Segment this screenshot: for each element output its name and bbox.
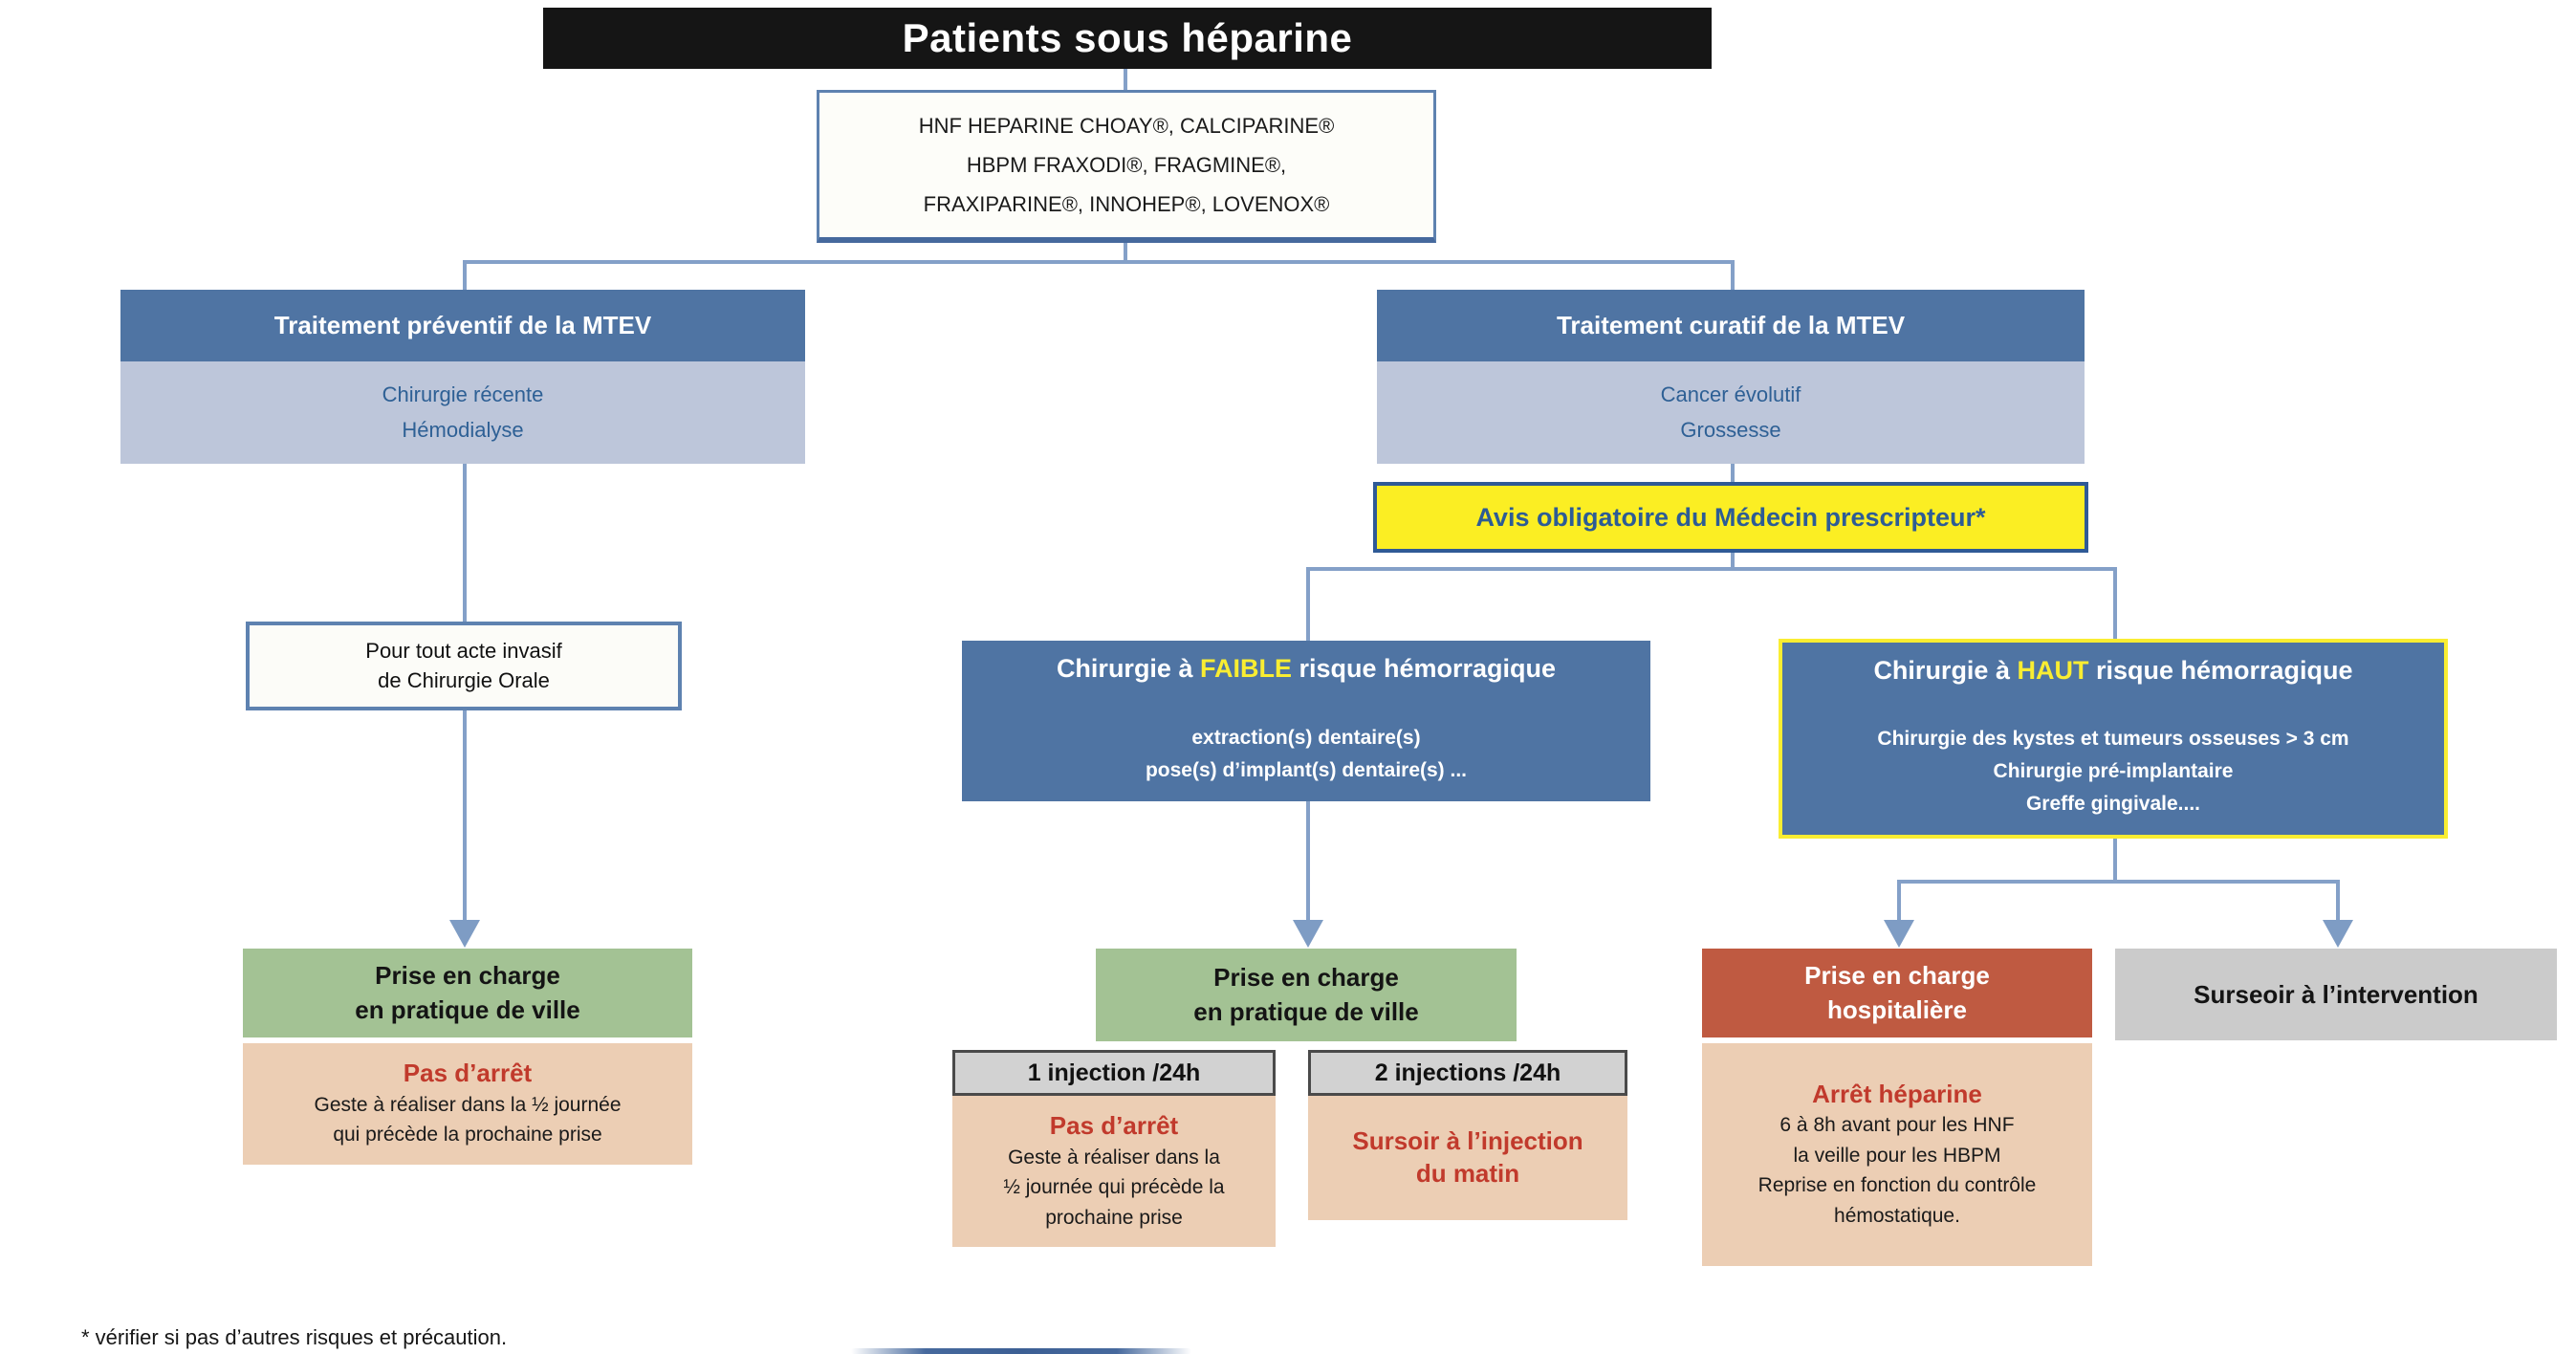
arrow-down-icon — [1884, 920, 1914, 948]
hospital-body-line: hémostatique. — [1834, 1204, 1960, 1227]
hospital-body-line: 6 à 8h avant pour les HNF — [1779, 1114, 2015, 1137]
inj1-body-line: ½ journée qui précède la — [1003, 1176, 1225, 1199]
curatif-item: Grossesse — [1680, 418, 1781, 443]
hospital-body-line: la veille pour les HBPM — [1793, 1144, 2001, 1167]
hospital-care-line: hospitalière — [1827, 994, 1967, 1024]
footnote: * vérifier si pas d’autres risques et pr… — [81, 1325, 508, 1349]
preventif-item: Hémodialyse — [402, 418, 524, 443]
low-risk-title: Chirurgie à FAIBLE risque hémorragique — [1057, 654, 1556, 684]
connector-branch-split — [463, 260, 1735, 264]
invasive-line: Pour tout acte invasif — [365, 638, 562, 663]
low-risk-item: extraction(s) dentaire(s) — [1191, 727, 1421, 749]
high-risk-items: Chirurgie des kystes et tumeurs osseuses… — [1877, 728, 2348, 821]
preventif-title: Traitement préventif de la MTEV — [273, 311, 652, 339]
two-injections-label: 2 injections /24h — [1374, 1059, 1561, 1086]
connector-advice-stub — [1731, 553, 1735, 567]
hospital-care-line: Prise en charge — [1804, 961, 1990, 991]
city-left-body-line: qui précède la prochaine prise — [333, 1124, 602, 1147]
preventif-header: Traitement préventif de la MTEV — [120, 290, 805, 361]
curatif-item: Cancer évolutif — [1660, 382, 1801, 406]
high-risk-item: Chirurgie pré-implantaire — [1993, 760, 2234, 782]
drugs-line: HNF HEPARINE CHOAY®, CALCIPARINE® — [918, 113, 1335, 138]
connector-to-low-risk — [1306, 567, 1310, 641]
city-care-mid-line: Prise en charge — [1213, 963, 1399, 993]
two-injections-detail: Sursoir à l’injection du matin — [1308, 1096, 1627, 1220]
connector-preventif-to-invasive — [463, 464, 467, 622]
city-care-mid-box: Prise en charge en pratique de ville — [1096, 949, 1517, 1044]
city-care-left-line: en pratique de ville — [355, 994, 580, 1024]
preventif-item: Chirurgie récente — [382, 382, 544, 406]
city-care-mid-line: en pratique de ville — [1193, 996, 1419, 1026]
city-care-left-box: Prise en charge en pratique de ville — [243, 949, 692, 1040]
stop-heparin-accent: Arrêt héparine — [1812, 1079, 1982, 1108]
curatif-title: Traitement curatif de la MTEV — [1556, 311, 1906, 339]
postpone-injection-line: du matin — [1415, 1159, 1520, 1188]
low-risk-title-suffix: risque hémorragique — [1291, 654, 1557, 683]
no-stop-accent: Pas d’arrêt — [403, 1059, 533, 1088]
connector-drugs-stub — [1124, 243, 1127, 262]
root-title-banner: Patients sous héparine — [543, 8, 1712, 69]
city-care-left-line: Prise en charge — [375, 961, 560, 991]
high-risk-highlight: HAUT — [2017, 656, 2089, 685]
connector-to-hospital — [1897, 880, 1901, 922]
hospital-body-line: Reprise en fonction du contrôle — [1757, 1174, 2037, 1197]
postpone-intervention-label: Surseoir à l’intervention — [2194, 979, 2478, 1009]
connector-highrisk-split — [1897, 880, 2340, 884]
advice-box: Avis obligatoire du Médecin prescripteur… — [1373, 482, 2088, 553]
one-injection-detail: Pas d’arrêt Geste à réaliser dans la ½ j… — [952, 1096, 1276, 1247]
no-stop-accent: Pas d’arrêt — [1049, 1110, 1179, 1140]
preventif-sub: Chirurgie récente Hémodialyse — [120, 361, 805, 464]
hospital-care-detail: Arrêt héparine 6 à 8h avant pour les HNF… — [1702, 1043, 2092, 1266]
high-risk-box: Chirurgie à HAUT risque hémorragique Chi… — [1779, 639, 2448, 839]
city-care-left-detail: Pas d’arrêt Geste à réaliser dans la ½ j… — [243, 1043, 692, 1165]
inj1-body-line: prochaine prise — [1045, 1206, 1183, 1229]
connector-to-preventif — [463, 260, 467, 290]
inj1-body-line: Geste à réaliser dans la — [1008, 1146, 1220, 1168]
high-risk-item: Chirurgie des kystes et tumeurs osseuses… — [1877, 728, 2349, 750]
arrow-down-icon — [1293, 920, 1323, 948]
low-risk-title-prefix: Chirurgie à — [1056, 654, 1200, 683]
two-injections-header: 2 injections /24h — [1308, 1050, 1627, 1096]
drugs-box: HNF HEPARINE CHOAY®, CALCIPARINE® HBPM F… — [817, 90, 1436, 243]
connector-highrisk-stub — [2113, 839, 2117, 882]
connector-to-postpone — [2336, 880, 2340, 922]
low-risk-highlight: FAIBLE — [1199, 654, 1292, 683]
one-injection-label: 1 injection /24h — [1027, 1059, 1201, 1086]
high-risk-item: Greffe gingivale.... — [2025, 793, 2201, 815]
high-risk-title: Chirurgie à HAUT risque hémorragique — [1873, 656, 2352, 686]
curatif-header: Traitement curatif de la MTEV — [1377, 290, 2085, 361]
advice-label: Avis obligatoire du Médecin prescripteur… — [1475, 502, 1986, 532]
drugs-line: FRAXIPARINE®, INNOHEP®, LOVENOX® — [923, 191, 1330, 216]
drugs-line: HBPM FRAXODI®, FRAGMINE®, — [966, 152, 1287, 177]
connector-risk-split — [1306, 567, 2117, 571]
connector-invasive-to-city — [463, 710, 467, 922]
low-risk-items: extraction(s) dentaire(s) pose(s) d’impl… — [1146, 727, 1467, 788]
connector-to-curatif — [1731, 260, 1735, 290]
city-left-body-line: Geste à réaliser dans la ½ journée — [314, 1093, 622, 1116]
root-title: Patients sous héparine — [902, 15, 1353, 60]
hospital-care-box: Prise en charge hospitalière — [1702, 949, 2092, 1040]
arrow-down-icon — [2323, 920, 2353, 948]
connector-to-high-risk — [2113, 567, 2117, 639]
low-risk-item: pose(s) d’implant(s) dentaire(s) ... — [1145, 759, 1468, 781]
curatif-sub: Cancer évolutif Grossesse — [1377, 361, 2085, 464]
high-risk-title-prefix: Chirurgie à — [1873, 656, 2018, 685]
cutoff-shape-edge — [851, 1348, 1191, 1354]
arrow-down-icon — [449, 920, 480, 948]
high-risk-title-suffix: risque hémorragique — [2088, 656, 2353, 685]
connector-lowrisk-to-city — [1306, 801, 1310, 922]
postpone-intervention-box: Surseoir à l’intervention — [2115, 949, 2557, 1040]
connector-root-to-drugs — [1124, 69, 1127, 92]
invasive-line: de Chirurgie Orale — [378, 668, 550, 693]
one-injection-header: 1 injection /24h — [952, 1050, 1276, 1096]
low-risk-box: Chirurgie à FAIBLE risque hémorragique e… — [962, 641, 1650, 801]
connector-curatif-to-advice — [1731, 464, 1735, 482]
postpone-injection-line: Sursoir à l’injection — [1352, 1126, 1583, 1156]
invasive-box: Pour tout acte invasif de Chirurgie Oral… — [246, 622, 682, 710]
